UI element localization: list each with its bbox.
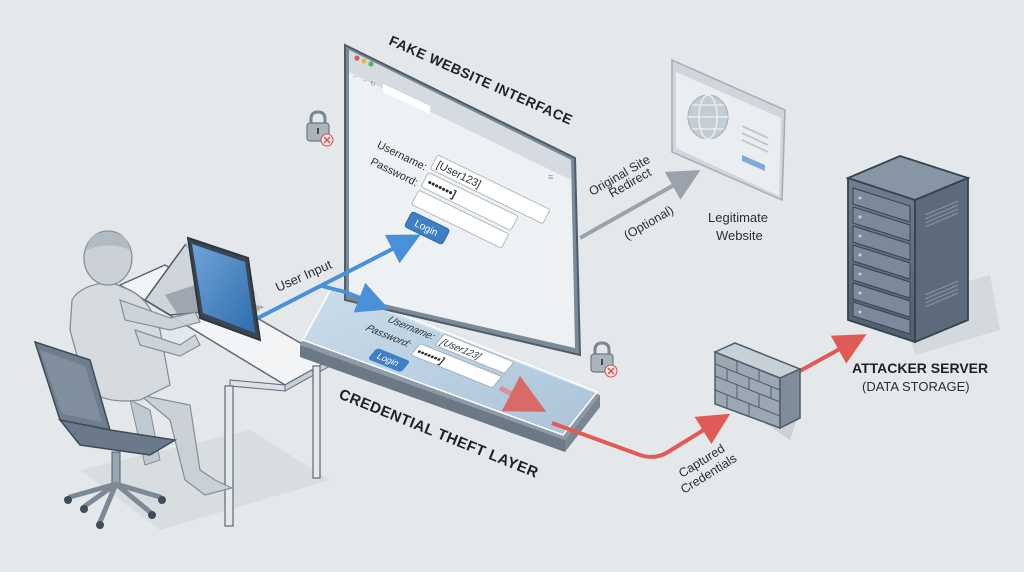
padlock-broken-icon (306, 110, 334, 147)
forward-icon: → (361, 77, 368, 84)
legitimate-line1: Legitimate (708, 210, 768, 225)
fake-website-window: ← → ↻ Username: Password: [User123] ••••… (344, 32, 582, 357)
globe-icon (687, 94, 729, 140)
firewall-icon (713, 342, 802, 440)
theft-login-button (368, 348, 410, 372)
attacker-title: ATTACKER SERVER (852, 360, 988, 376)
empty-field (411, 190, 509, 248)
reload-icon: ↻ (370, 81, 376, 88)
window-close-dot (354, 55, 360, 61)
password-field (421, 172, 519, 231)
legitimate-line2: Website (716, 228, 763, 243)
window-maximize-dot (368, 61, 374, 67)
user-input-arrow-to-layer (321, 282, 390, 313)
attacker-subtitle: (DATA STORAGE) (862, 379, 970, 394)
theft-password-field (411, 343, 502, 388)
back-icon: ← (352, 73, 359, 80)
theft-username-field (435, 334, 514, 374)
server-icon (845, 155, 1000, 355)
username-field (430, 155, 550, 224)
office-chair-icon (33, 340, 178, 529)
padlock-broken-icon (590, 341, 618, 378)
legitimate-website (671, 58, 786, 202)
captured-arrow (551, 413, 731, 459)
redirect-flow: Original Site Redirect (Optional) (579, 152, 701, 243)
address-bar (383, 84, 430, 114)
login-button (404, 211, 450, 245)
menu-icon: ≡ (548, 172, 553, 182)
redirect-arrow (579, 170, 701, 240)
user-input-label: User Input (273, 256, 334, 294)
server-rack-units (852, 187, 911, 335)
user-workstation (33, 230, 332, 530)
window-minimize-dot (361, 58, 367, 64)
laptop-icon (143, 236, 264, 342)
user-input-arrow-to-site (257, 234, 421, 320)
